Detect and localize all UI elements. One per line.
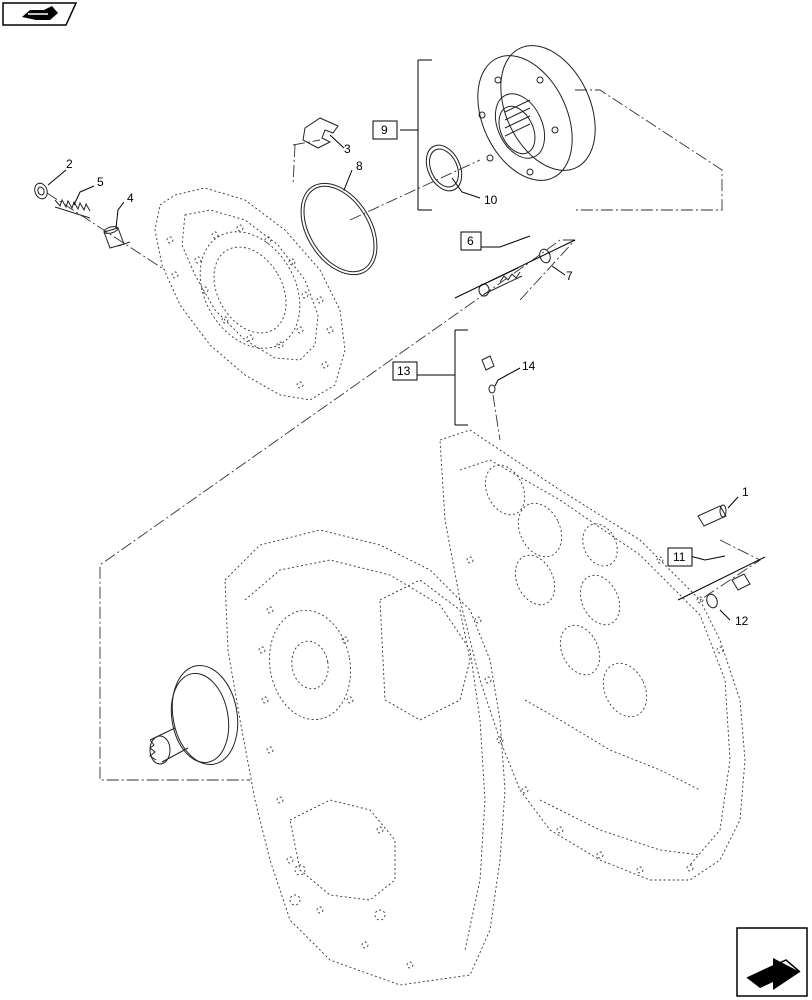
callout-14: 14 [522, 359, 536, 373]
callout-2: 2 [66, 157, 73, 171]
callout-3: 3 [344, 142, 351, 156]
plug-part-14 [481, 355, 496, 394]
plug-part-12 [706, 573, 751, 609]
isometric-arrow-icon[interactable] [736, 927, 808, 997]
callout-labels: 2 5 4 3 8 10 7 14 1 12 [66, 142, 749, 628]
svg-text:13: 13 [397, 364, 411, 378]
boxed-callout-9[interactable]: 9 [372, 120, 398, 140]
callout-10: 10 [484, 193, 498, 207]
boxed-callout-6[interactable]: 6 [460, 231, 482, 251]
svg-text:11: 11 [673, 550, 686, 564]
o-ring-part-8 [300, 182, 378, 276]
assembly-centerlines [46, 89, 761, 781]
clip-part-3 [302, 117, 339, 149]
gearbox-housing-right [439, 429, 746, 881]
callout-5: 5 [97, 175, 104, 189]
spring-part-5 [54, 198, 91, 219]
flange-plate [154, 187, 346, 401]
sleeve-part-1 [697, 504, 727, 527]
svg-text:9: 9 [381, 123, 388, 137]
bracket-9 [400, 59, 432, 211]
plunger-part-4 [103, 226, 131, 249]
callout-4: 4 [127, 191, 134, 205]
seal-ring-part-10 [425, 144, 463, 192]
boxed-callout-13[interactable]: 13 [392, 361, 418, 381]
leader-lines [47, 134, 739, 621]
view-direction-icon[interactable] [2, 2, 78, 26]
washer-part-2 [34, 182, 48, 200]
bracket-6 [454, 235, 576, 299]
input-shaft [149, 664, 239, 766]
boxed-callout-11[interactable]: 11 [667, 547, 693, 567]
callout-7: 7 [566, 269, 573, 283]
callout-12: 12 [735, 614, 749, 628]
o-ring-part-7 [539, 248, 551, 264]
gearbox-housing-left [224, 529, 506, 986]
bracket-13 [415, 329, 468, 426]
callout-8: 8 [356, 159, 363, 173]
pump-assembly-part-9 [477, 45, 596, 181]
svg-text:6: 6 [467, 234, 474, 248]
callout-1: 1 [742, 485, 749, 499]
bracket-11 [677, 555, 766, 601]
